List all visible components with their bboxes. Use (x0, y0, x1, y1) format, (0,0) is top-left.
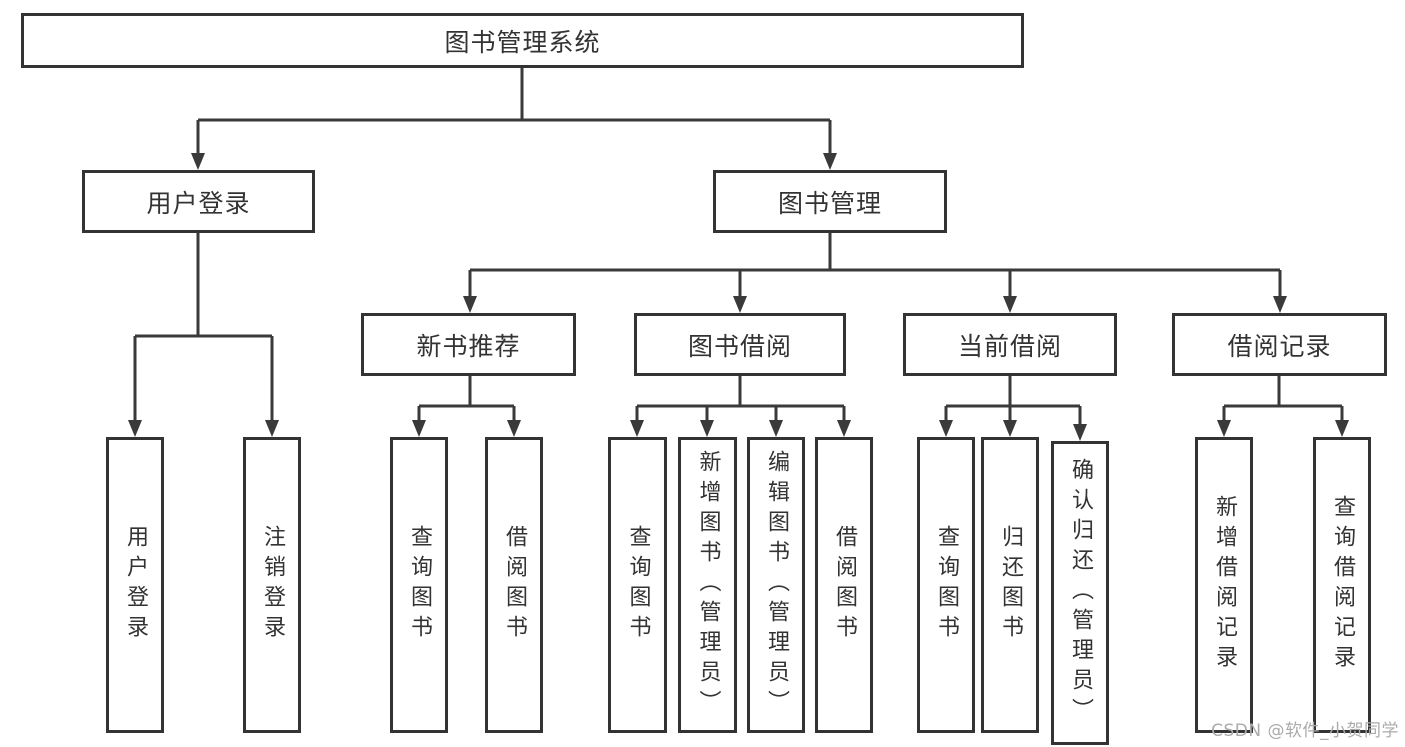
node-user-login: 用户登录 (82, 170, 315, 233)
leaf-label: 新增借阅记录 (1212, 495, 1237, 675)
node-label: 当前借阅 (957, 331, 1062, 361)
leaf-label: 查询借阅记录 (1330, 495, 1355, 675)
leaf-label: 查询图书 (934, 525, 959, 645)
arrowhead-path (128, 153, 1349, 441)
leaf-query-books-current: 查询图书 (917, 437, 975, 733)
node-new-book-recommendation: 新书推荐 (361, 313, 576, 376)
csdn-watermark: CSDN @软件_小贺同学 (1211, 721, 1399, 741)
node-label: 图书借阅 (687, 331, 792, 361)
node-book-borrowing: 图书借阅 (634, 313, 846, 376)
node-label: 新书推荐 (416, 331, 521, 361)
connector-path (133, 68, 1344, 426)
leaf-label: 查询图书 (625, 525, 651, 645)
node-library-system: 图书管理系统 (21, 13, 1024, 68)
leaf-label: 注销登录 (260, 525, 285, 645)
node-current-borrowing: 当前借阅 (903, 313, 1117, 376)
node-label: 图书管理 (777, 188, 882, 218)
node-book-management: 图书管理 (713, 170, 947, 233)
leaf-label: 借阅图书 (832, 525, 857, 645)
leaf-query-books-borrowing: 查询图书 (608, 437, 667, 733)
leaf-query-books-recommend: 查询图书 (390, 437, 448, 733)
leaf-label: 查询图书 (407, 525, 432, 645)
leaf-label: 编辑图书（管理员） (764, 450, 789, 720)
leaf-edit-books-admin: 编辑图书（管理员） (747, 437, 805, 733)
node-label: 图书管理系统 (444, 27, 601, 57)
node-borrowing-records: 借阅记录 (1172, 313, 1387, 376)
leaf-label: 确认归还（管理员） (1068, 458, 1093, 728)
leaf-label: 归还图书 (998, 525, 1023, 645)
leaf-label: 新增图书（管理员） (695, 450, 721, 720)
leaf-add-borrow-record: 新增借阅记录 (1195, 437, 1253, 733)
leaf-confirm-return-admin: 确认归还（管理员） (1051, 441, 1109, 745)
leaf-user-login: 用户登录 (106, 437, 164, 733)
leaf-return-books: 归还图书 (981, 437, 1039, 733)
leaf-borrow-books-borrowing: 借阅图书 (815, 437, 873, 733)
node-label: 借阅记录 (1227, 331, 1332, 361)
leaf-query-borrow-record: 查询借阅记录 (1313, 437, 1371, 733)
leaf-borrow-books-recommend: 借阅图书 (485, 437, 543, 733)
leaf-label: 借阅图书 (502, 525, 527, 645)
leaf-label: 用户登录 (123, 525, 148, 645)
leaf-add-books-admin: 新增图书（管理员） (678, 437, 737, 733)
leaf-logout: 注销登录 (243, 437, 301, 733)
node-label: 用户登录 (146, 188, 251, 218)
